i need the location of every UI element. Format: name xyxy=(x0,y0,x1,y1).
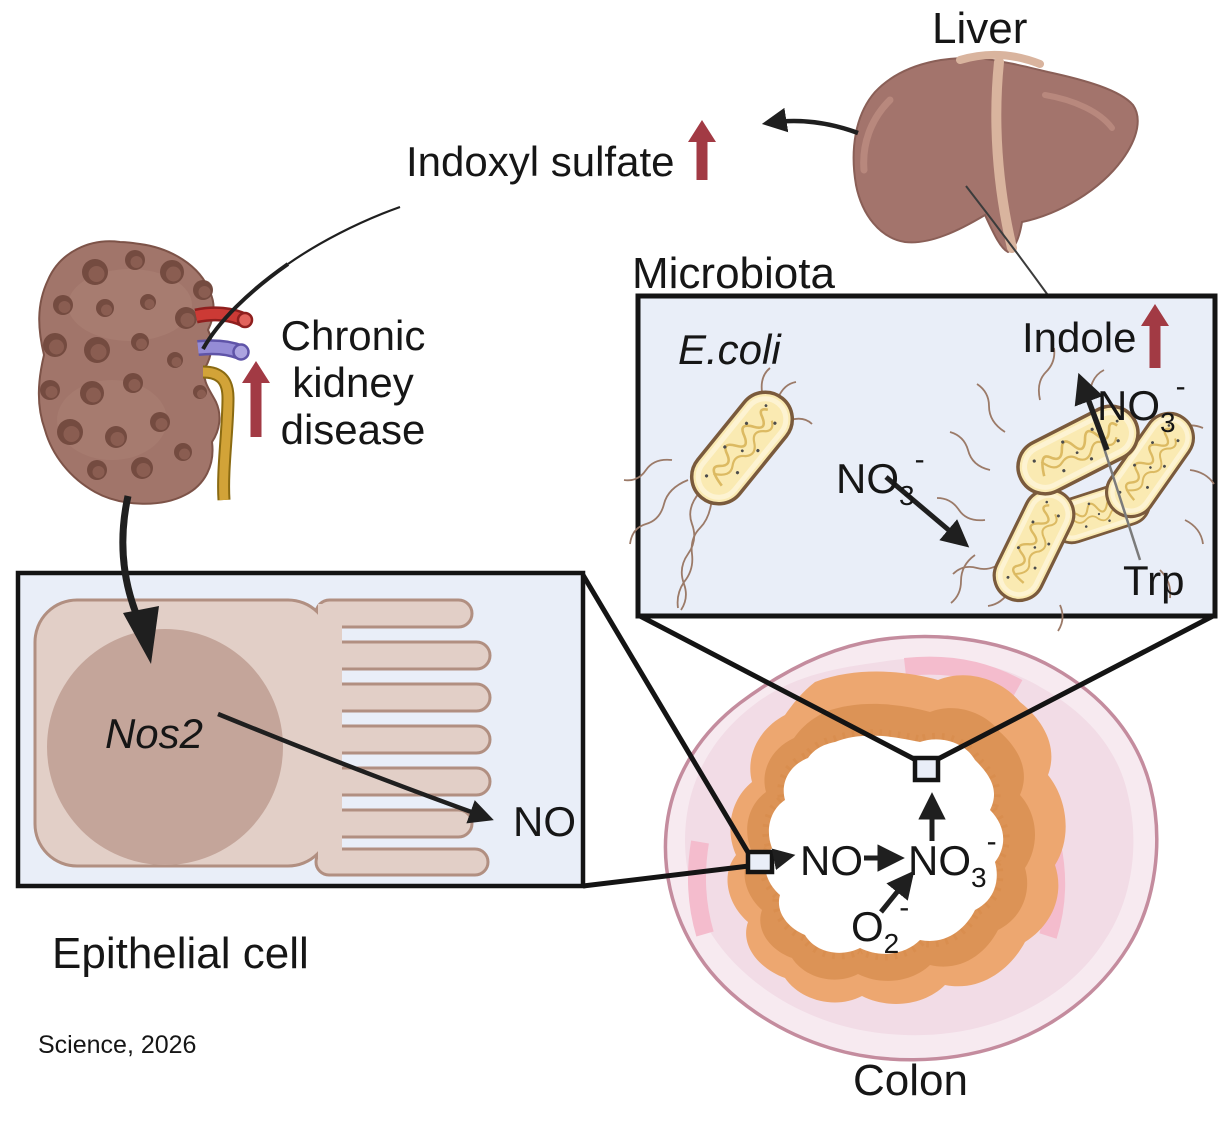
indole-production-arrow xyxy=(1074,372,1110,451)
increase-arrow-icon xyxy=(688,120,716,180)
colon-caption: Colon xyxy=(853,1056,968,1105)
kidney-to-nucleus-arrow-shaft xyxy=(119,495,141,618)
epithelial-cell-caption: Epithelial cell xyxy=(52,929,309,978)
trp-label: Trp xyxy=(1123,557,1184,604)
indole-label: Indole xyxy=(1022,314,1136,361)
liver-to-indoxyl-arrow xyxy=(761,107,859,136)
kidney-shading xyxy=(68,269,192,341)
colon-accent-arc-top xyxy=(904,656,1023,696)
nitrate-label-mid: NO3- xyxy=(836,443,925,511)
callout-line-epithelial-bottom xyxy=(582,863,750,889)
superoxide-sub: 2 xyxy=(884,928,900,959)
superoxide-sup: - xyxy=(899,891,909,924)
nos2-label: Nos2 xyxy=(105,710,203,757)
nitrate-sup: - xyxy=(915,443,925,476)
increase-arrow-icon xyxy=(1141,304,1169,368)
liver-highlight-right xyxy=(1042,92,1115,131)
kidney-nodule-highlights xyxy=(45,256,211,478)
ecoli-label: E.coli xyxy=(678,326,782,373)
nos2-to-no-arrow xyxy=(217,711,494,824)
callout-line-epithelial-top xyxy=(580,573,752,856)
renal-vein-opening xyxy=(232,343,250,361)
ckd-label-line1: Chronic xyxy=(281,312,426,359)
liver-highlight-left xyxy=(860,96,894,174)
kidney-curve-hilum-segment xyxy=(201,262,290,350)
superoxide-base: O xyxy=(851,903,884,950)
liver-ligament-top xyxy=(956,50,1044,68)
lumen-nitrate-label: NO3- xyxy=(908,825,997,893)
superoxide-label: O2 - xyxy=(851,891,909,959)
liver-illustration xyxy=(852,50,1139,254)
liver-ligament xyxy=(991,57,1017,253)
indoxyl-to-kidney-line xyxy=(287,205,401,265)
citation: Science, 2026 xyxy=(38,1031,196,1059)
nucleus xyxy=(47,629,283,865)
microvillus xyxy=(314,847,490,877)
ureter-inner xyxy=(202,367,233,501)
cell-body-join xyxy=(318,604,342,862)
microbiota-panel: E.coli NO3- xyxy=(623,293,1218,632)
nitrate-sub: 3 xyxy=(1160,407,1176,438)
microbiota-label: Microbiota xyxy=(632,249,835,298)
increase-arrow-icon xyxy=(242,361,270,437)
epithelial-cell-shape xyxy=(33,598,492,877)
lumen-no-label: NO xyxy=(800,837,863,884)
kidney-illustration xyxy=(37,240,254,505)
callout-line-microbiota-left xyxy=(638,613,918,763)
nitrate-base: NO xyxy=(908,837,971,884)
nitrate-sub: 3 xyxy=(899,480,915,511)
microvillus xyxy=(314,682,492,713)
nitrate-base: NO xyxy=(1097,382,1160,429)
callout-square-top xyxy=(912,755,941,783)
indoxyl-sulfate-label: Indoxyl sulfate xyxy=(406,138,675,185)
nitrate-transfer-arrow xyxy=(884,475,970,548)
callout-lines xyxy=(580,573,1215,889)
colon-accent-arc-left xyxy=(687,840,714,937)
nitrate-sup: - xyxy=(1176,370,1186,403)
callout-line-microbiota-right xyxy=(934,613,1215,763)
no-label: NO xyxy=(513,798,576,845)
nitrate-base: NO xyxy=(836,455,899,502)
nitrate-sub: 3 xyxy=(971,862,987,893)
renal-artery-opening xyxy=(236,311,254,329)
microvillus xyxy=(314,724,492,755)
nitrate-sup: - xyxy=(987,825,997,858)
epithelial-cell-panel: Nos2 NO xyxy=(15,570,586,889)
microvillus xyxy=(314,640,492,671)
superoxide-to-nitrate-arrow xyxy=(879,870,915,914)
microvillus xyxy=(314,766,492,797)
square-to-no-arrow xyxy=(771,848,796,871)
callout-square-left xyxy=(745,849,775,875)
liver-label: Liver xyxy=(932,4,1027,53)
ckd-label-line2: kidney xyxy=(292,359,413,406)
liver-to-microbiota-line xyxy=(965,185,1051,299)
nitrate-label-right: NO3- xyxy=(1097,370,1186,438)
ckd-label-line3: disease xyxy=(281,406,426,453)
lumen-chemistry: NO NO3- O2- xyxy=(771,792,997,959)
kidney-to-nucleus-arrowhead xyxy=(123,606,159,664)
colon-illustration xyxy=(663,634,1159,1062)
